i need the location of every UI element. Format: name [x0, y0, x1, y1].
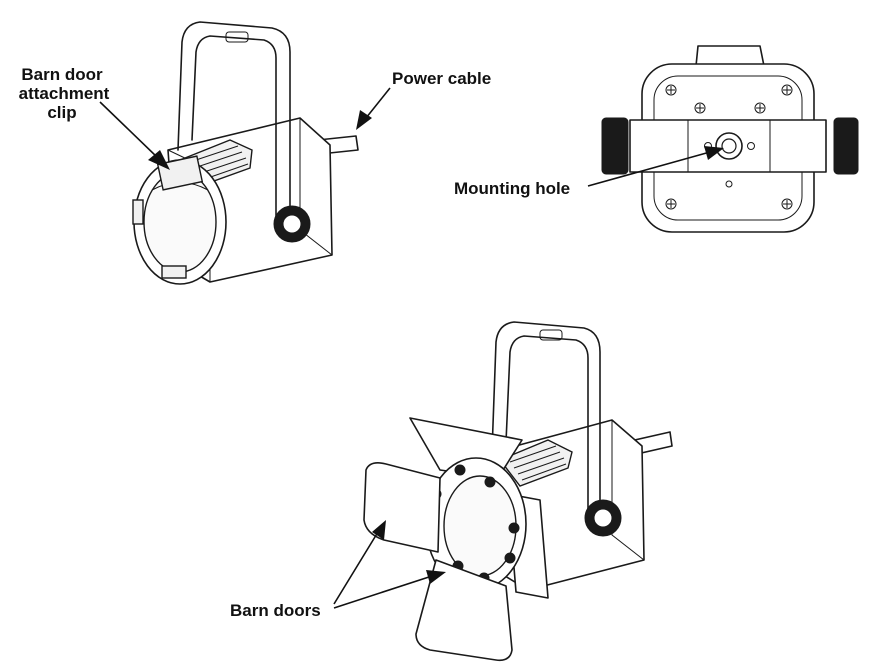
side-tab [132, 199, 144, 225]
mounting-hole-label: Mounting hole [454, 179, 570, 198]
yoke-bracket [177, 21, 291, 227]
bottom-tab [161, 265, 187, 279]
front-lens-2 [443, 475, 517, 577]
barn-door-bottom [415, 559, 513, 662]
clip-label-line-1: Barn door [21, 65, 103, 84]
label-mounting-hole: Mounting hole [454, 146, 724, 198]
barn-doors-label: Barn doors [230, 601, 321, 620]
power-cable-label: Power cable [392, 69, 491, 88]
fixture-bottom-view [601, 45, 859, 233]
label-power-cable: Power cable [356, 69, 491, 130]
left-knob [601, 117, 629, 175]
barn-door-left [363, 462, 441, 553]
fixture-with-barn-doors [363, 321, 673, 662]
fixture-side-view [132, 21, 359, 285]
right-knob [833, 117, 859, 175]
label-barn-door-clip: Barn door attachment clip [19, 65, 170, 170]
clip-label-line-3: clip [47, 103, 76, 122]
clip-label-line-2: attachment [19, 84, 110, 103]
label-barn-doors: Barn doors [230, 520, 446, 620]
top-bracket [695, 45, 765, 67]
screw-heads [665, 84, 793, 210]
vent-grille-2 [498, 439, 573, 487]
barn-door-clip [156, 155, 204, 191]
yoke-bracket-2 [491, 321, 601, 529]
